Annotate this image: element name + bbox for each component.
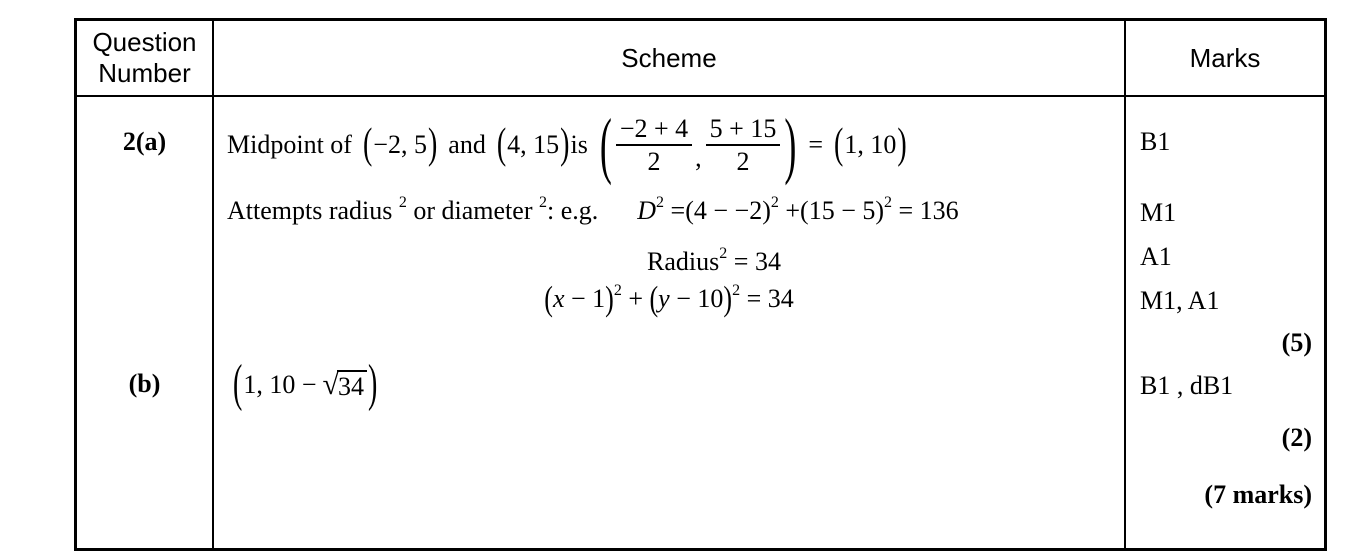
comma: , bbox=[695, 143, 702, 172]
header-marks: Marks bbox=[1126, 21, 1324, 97]
radius-sq-superscript: 2 bbox=[719, 245, 728, 262]
big-open-paren: ( bbox=[233, 355, 243, 413]
scheme-line-attempts: Attempts radius 2 or diameter 2: e.g. D2… bbox=[227, 194, 959, 226]
subtotal-part-b: (2) bbox=[1281, 423, 1312, 452]
y-minus-10: − 10 bbox=[669, 284, 724, 313]
diameter-superscript: 2 bbox=[538, 194, 547, 211]
scheme-line-circle-equation: (x − 1)2 + (y − 10)2 = 34 bbox=[214, 278, 1124, 318]
header-scheme: Scheme bbox=[214, 21, 1126, 97]
term-1-superscript: 2 bbox=[770, 194, 779, 211]
variable-y: y bbox=[658, 284, 670, 313]
point-1: −2, 5 bbox=[373, 130, 427, 159]
open-paren: ( bbox=[649, 278, 659, 318]
big-close-paren: ) bbox=[784, 104, 797, 186]
term-2-superscript: 2 bbox=[884, 194, 893, 211]
variable-x: x bbox=[552, 284, 565, 313]
equals-sign: = bbox=[808, 130, 823, 159]
x-term-superscript: 2 bbox=[613, 282, 622, 299]
variable-D: D bbox=[637, 196, 657, 225]
mark-a1: A1 bbox=[1140, 242, 1172, 271]
fraction-x-denominator: 2 bbox=[647, 147, 661, 176]
close-paren: ) bbox=[560, 120, 570, 169]
radical-sign: √ bbox=[322, 368, 339, 401]
equals-136: = 136 bbox=[898, 196, 959, 225]
mark-m1-a1: M1, A1 bbox=[1140, 286, 1220, 315]
text-is: is bbox=[570, 130, 588, 159]
question-label-b: (b) bbox=[128, 369, 161, 398]
scheme-cell: Midpoint of ( −2, 5 ) and ( 4, 15 ) is (… bbox=[214, 97, 1126, 548]
header-marks-label: Marks bbox=[1189, 42, 1261, 73]
close-paren: ) bbox=[723, 278, 733, 318]
close-paren: ) bbox=[605, 278, 614, 318]
mark-b1: B1 bbox=[1140, 127, 1171, 156]
equals-sign: = bbox=[670, 196, 686, 225]
point-b-prefix: 1, 10 − bbox=[243, 370, 317, 399]
close-paren: ) bbox=[427, 120, 438, 169]
text-eg: : e.g. bbox=[546, 196, 599, 225]
scheme-line-radius: Radius2 = 34 bbox=[214, 245, 1124, 277]
scheme-line-part-b: ( 1, 10 − √ 34 ) bbox=[232, 355, 378, 415]
question-label-2a: 2(a) bbox=[122, 127, 167, 156]
header-question-number: Question Number bbox=[77, 21, 214, 97]
close-paren: ) bbox=[897, 120, 907, 169]
marks-cell: B1 M1 A1 M1, A1 (5) B1 , dB1 (2) (7 mark… bbox=[1126, 97, 1324, 548]
radicand: 34 bbox=[336, 370, 367, 400]
open-paren: ( bbox=[544, 278, 553, 318]
x-minus-1: − 1 bbox=[564, 284, 606, 313]
fraction-x: −2 + 4 2 bbox=[615, 114, 693, 176]
subtotal-part-a: (5) bbox=[1281, 328, 1312, 357]
open-paren: ( bbox=[496, 120, 507, 169]
y-term-superscript: 2 bbox=[732, 282, 741, 299]
D-superscript: 2 bbox=[656, 194, 665, 211]
term-2: (15 − 5) bbox=[800, 196, 885, 225]
text-radius: Radius bbox=[647, 247, 720, 276]
open-paren: ( bbox=[362, 120, 373, 169]
fraction-y-numerator: 5 + 15 bbox=[705, 114, 781, 146]
fraction-y-denominator: 2 bbox=[736, 147, 750, 176]
big-open-paren: ( bbox=[599, 104, 612, 186]
big-close-paren: ) bbox=[367, 355, 378, 413]
open-paren: ( bbox=[834, 120, 844, 169]
text-midpoint-of: Midpoint of bbox=[227, 130, 352, 159]
total-marks: (7 marks) bbox=[1204, 480, 1312, 509]
scheme-line-midpoint: Midpoint of ( −2, 5 ) and ( 4, 15 ) is (… bbox=[227, 101, 908, 189]
mark-scheme-table: Question Number Scheme Marks 2(a) (b) Mi… bbox=[74, 18, 1327, 551]
mark-m1: M1 bbox=[1140, 198, 1177, 227]
text-and: and bbox=[448, 130, 486, 159]
text-or-diameter: or diameter bbox=[413, 196, 533, 225]
square-root: √ 34 bbox=[323, 370, 367, 400]
header-question-number-label: Question Number bbox=[92, 27, 197, 88]
equals-34: = 34 bbox=[727, 247, 781, 276]
question-number-cell: 2(a) (b) bbox=[77, 97, 214, 548]
radius-superscript: 2 bbox=[398, 194, 407, 211]
plus-sign: + bbox=[621, 284, 650, 313]
fraction-x-numerator: −2 + 4 bbox=[615, 114, 693, 146]
point-2: 4, 15 bbox=[507, 130, 560, 159]
header-scheme-label: Scheme bbox=[621, 42, 717, 73]
fraction-y: 5 + 15 2 bbox=[705, 114, 781, 176]
text-attempts-radius: Attempts radius bbox=[227, 196, 393, 225]
mark-b1-db1: B1 , dB1 bbox=[1140, 371, 1234, 400]
midpoint-result: 1, 10 bbox=[844, 130, 897, 159]
term-1: (4 − −2) bbox=[685, 196, 771, 225]
plus-sign: + bbox=[785, 196, 801, 225]
equals-34: = 34 bbox=[740, 284, 794, 313]
